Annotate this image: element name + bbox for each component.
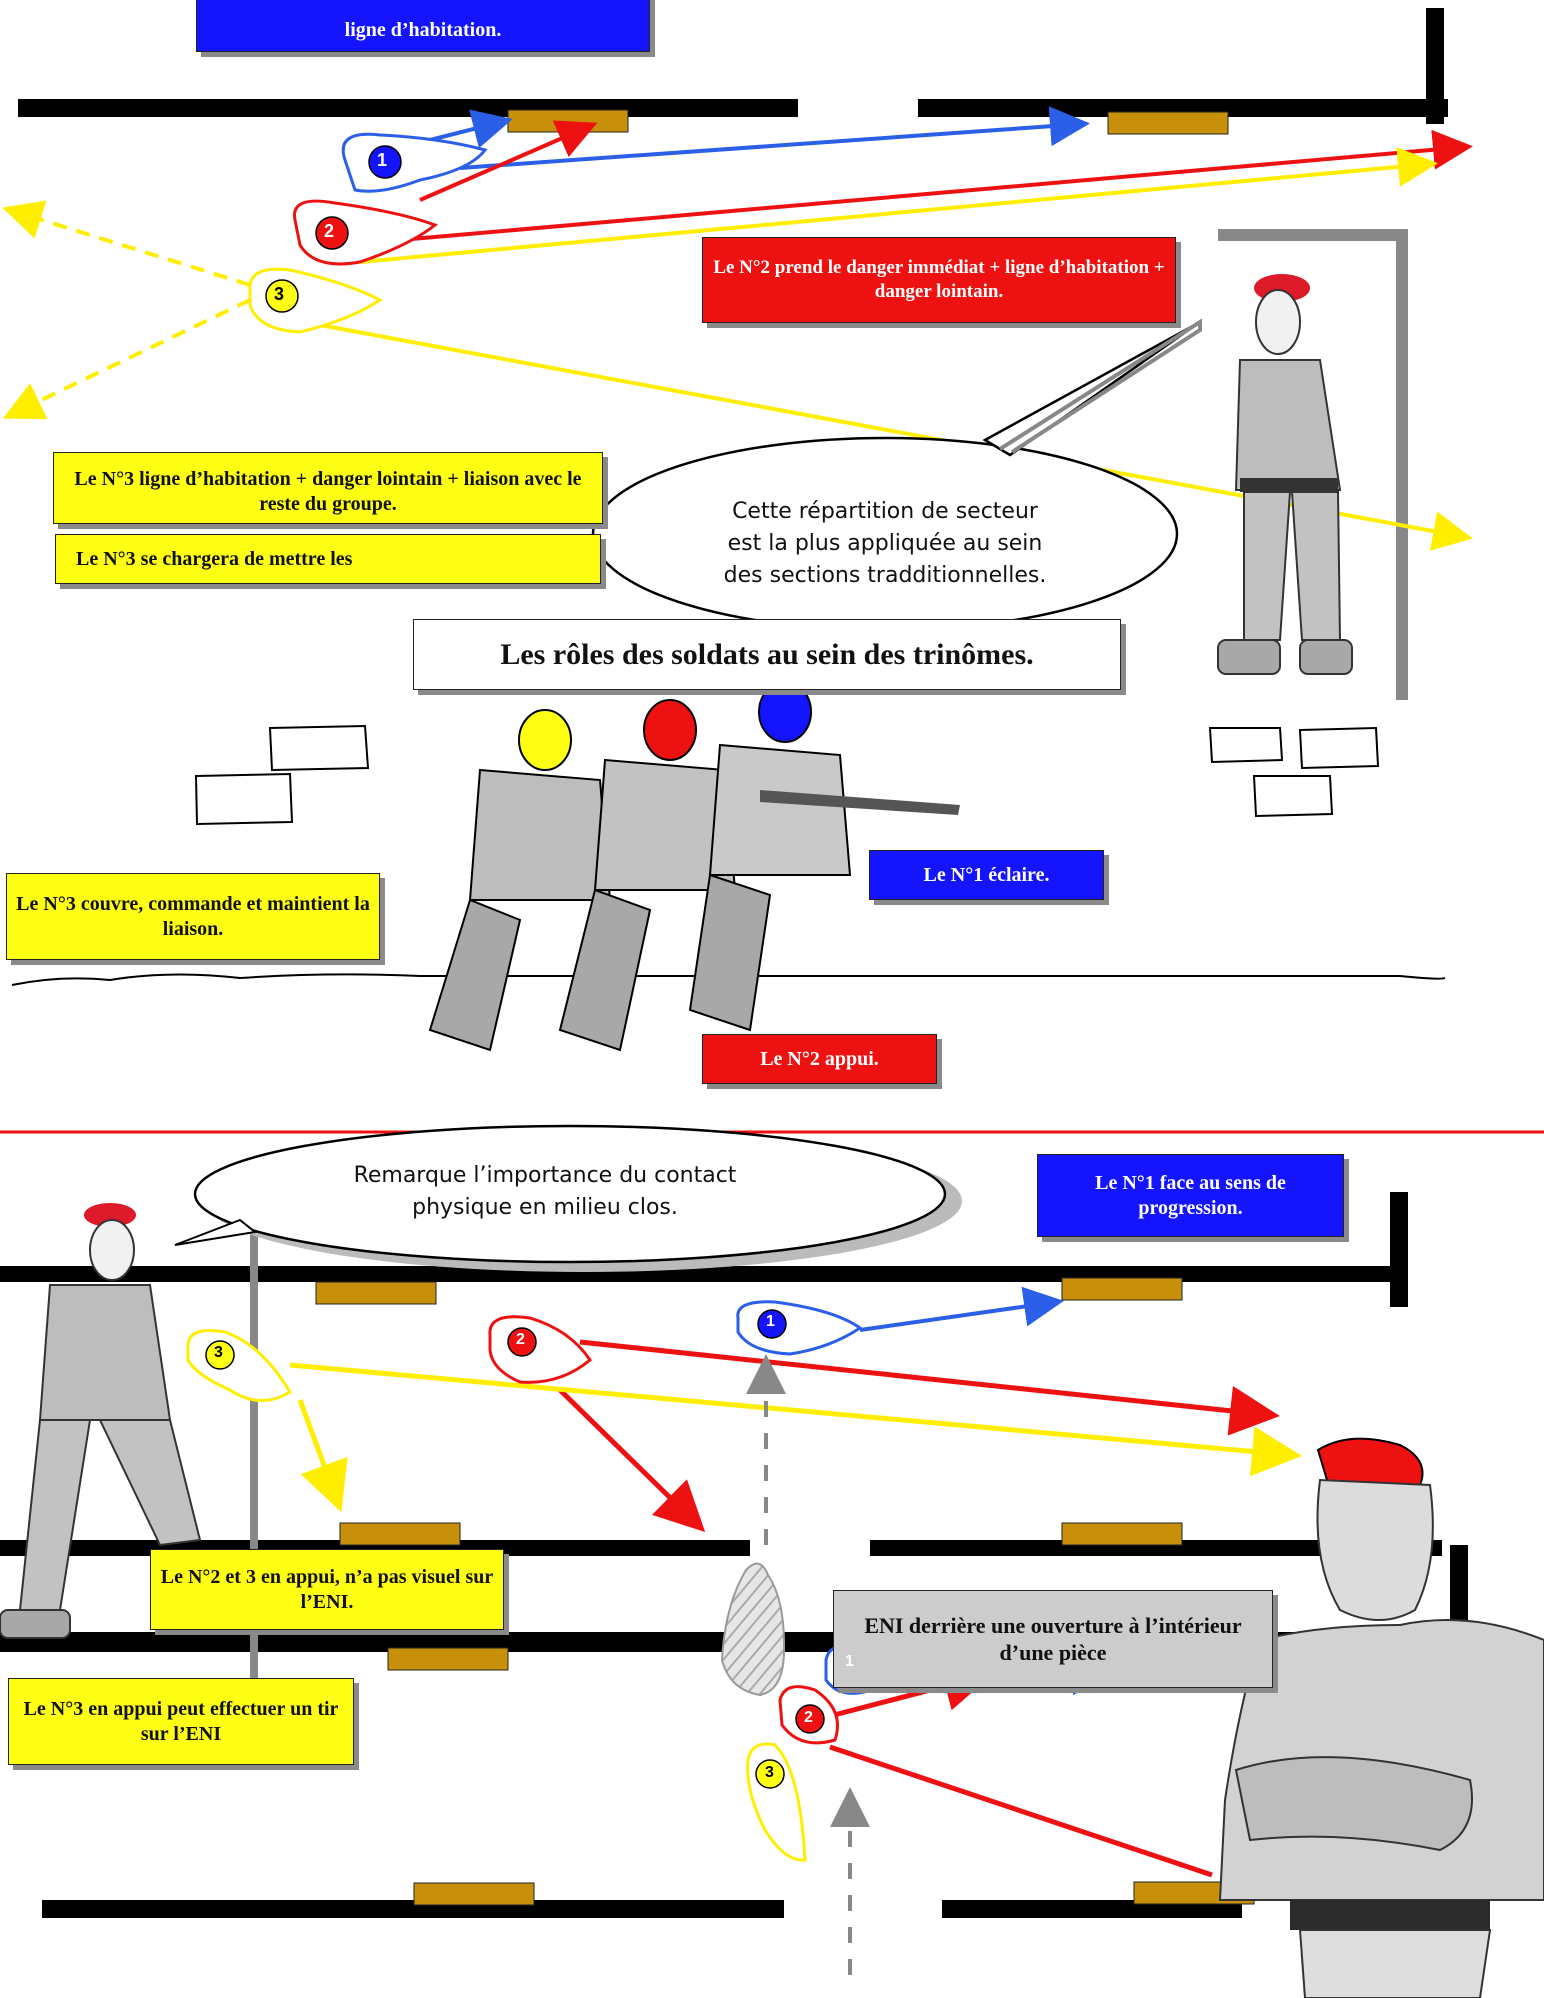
token-label-top-3: 3 xyxy=(274,284,285,304)
illustrated-soldier-1 xyxy=(688,681,960,1032)
top-soldier-1 xyxy=(341,132,488,193)
illustrated-soldier-3 xyxy=(428,709,612,1052)
n2-role-text: Le N°2 appui. xyxy=(760,1047,879,1070)
bottom-soldier-1 xyxy=(736,1300,863,1356)
top-partial-box: ligne d’habitation. xyxy=(196,0,650,52)
instructor-figure xyxy=(1217,274,1353,675)
n2-role-box: Le N°2 appui. xyxy=(702,1034,937,1084)
bricks xyxy=(194,724,1380,826)
n2-top-role-box: Le N°2 prend le danger immédiat + ligne … xyxy=(702,237,1176,323)
token-label-bottom-2: 2 xyxy=(516,1331,525,1348)
eni-figure xyxy=(1218,1437,1544,1998)
eni-box: ENI derrière une ouverture à l’intérieur… xyxy=(833,1590,1273,1688)
corner-soldier-3 xyxy=(746,1742,807,1862)
top-soldier-3 xyxy=(248,267,383,334)
n3-second-box-text: Le N°3 se chargera de mettre les xyxy=(76,547,353,570)
token-label-top-1: 1 xyxy=(377,150,388,170)
n3-role-text: Le N°3 couvre, commande et maintient la … xyxy=(16,892,370,940)
instructor-left-figure xyxy=(0,1203,202,1639)
n1-face-text: Le N°1 face au sens de progression. xyxy=(1095,1171,1286,1219)
n1-role-text: Le N°1 éclaire. xyxy=(923,863,1050,886)
eni-box-text: ENI derrière une ouverture à l’intérieur… xyxy=(864,1612,1242,1666)
token-label-corner-2: 2 xyxy=(804,1709,813,1726)
token-label-corner-1: 1 xyxy=(845,1653,854,1670)
speech-bubble-1 xyxy=(591,318,1202,632)
speech-bubble-1-text: Cette répartition de secteur est la plus… xyxy=(723,499,1047,588)
bottom-arrows xyxy=(289,1286,1302,1975)
top-partial-box-text: ligne d’habitation. xyxy=(344,18,502,41)
page-title: Les rôles des soldats au sein des trinôm… xyxy=(500,637,1034,671)
token-label-top-2: 2 xyxy=(324,221,335,241)
enemy-silhouette xyxy=(720,1562,786,1697)
n3-top-role-text: Le N°3 ligne d’habitation + danger loint… xyxy=(74,468,582,515)
n1-role-box: Le N°1 éclaire. xyxy=(869,850,1104,900)
corner-soldier-2 xyxy=(778,1685,839,1745)
title-box: Les rôles des soldats au sein des trinôm… xyxy=(413,619,1121,690)
token-label-corner-3: 3 xyxy=(765,1764,774,1781)
n3-support-fire-text: Le N°3 en appui peut effectuer un tir su… xyxy=(23,1697,339,1745)
n2-top-role-text: Le N°2 prend le danger immédiat + ligne … xyxy=(713,257,1165,302)
n3-support-fire-box: Le N°3 en appui peut effectuer un tir su… xyxy=(8,1678,354,1765)
top-arrows xyxy=(2,106,1473,551)
token-label-bottom-3: 3 xyxy=(214,1344,223,1361)
token-label-bottom-1: 1 xyxy=(766,1313,775,1330)
bottom-soldier-3 xyxy=(186,1329,293,1402)
illustrated-soldier-2 xyxy=(558,699,737,1052)
top-soldier-2 xyxy=(293,199,439,266)
trinome-illustration xyxy=(11,681,1446,1052)
n3-role-box: Le N°3 couvre, commande et maintient la … xyxy=(6,873,380,960)
n1-face-box: Le N°1 face au sens de progression. xyxy=(1037,1154,1344,1237)
n2-n3-support-text: Le N°2 et 3 en appui, n’a pas visuel sur… xyxy=(160,1565,494,1613)
speech-bubble-2 xyxy=(174,1124,962,1272)
bottom-soldier-2 xyxy=(488,1315,592,1384)
n3-top-role-box: Le N°3 ligne d’habitation + danger loint… xyxy=(53,452,603,524)
top-doorframe xyxy=(1218,229,1408,700)
n3-second-box: Le N°3 se chargera de mettre les xyxy=(55,534,601,584)
speech-bubble-2-text: Remarque l’importance du contact physiqu… xyxy=(353,1163,737,1220)
n2-n3-support-box: Le N°2 et 3 en appui, n’a pas visuel sur… xyxy=(150,1549,504,1630)
